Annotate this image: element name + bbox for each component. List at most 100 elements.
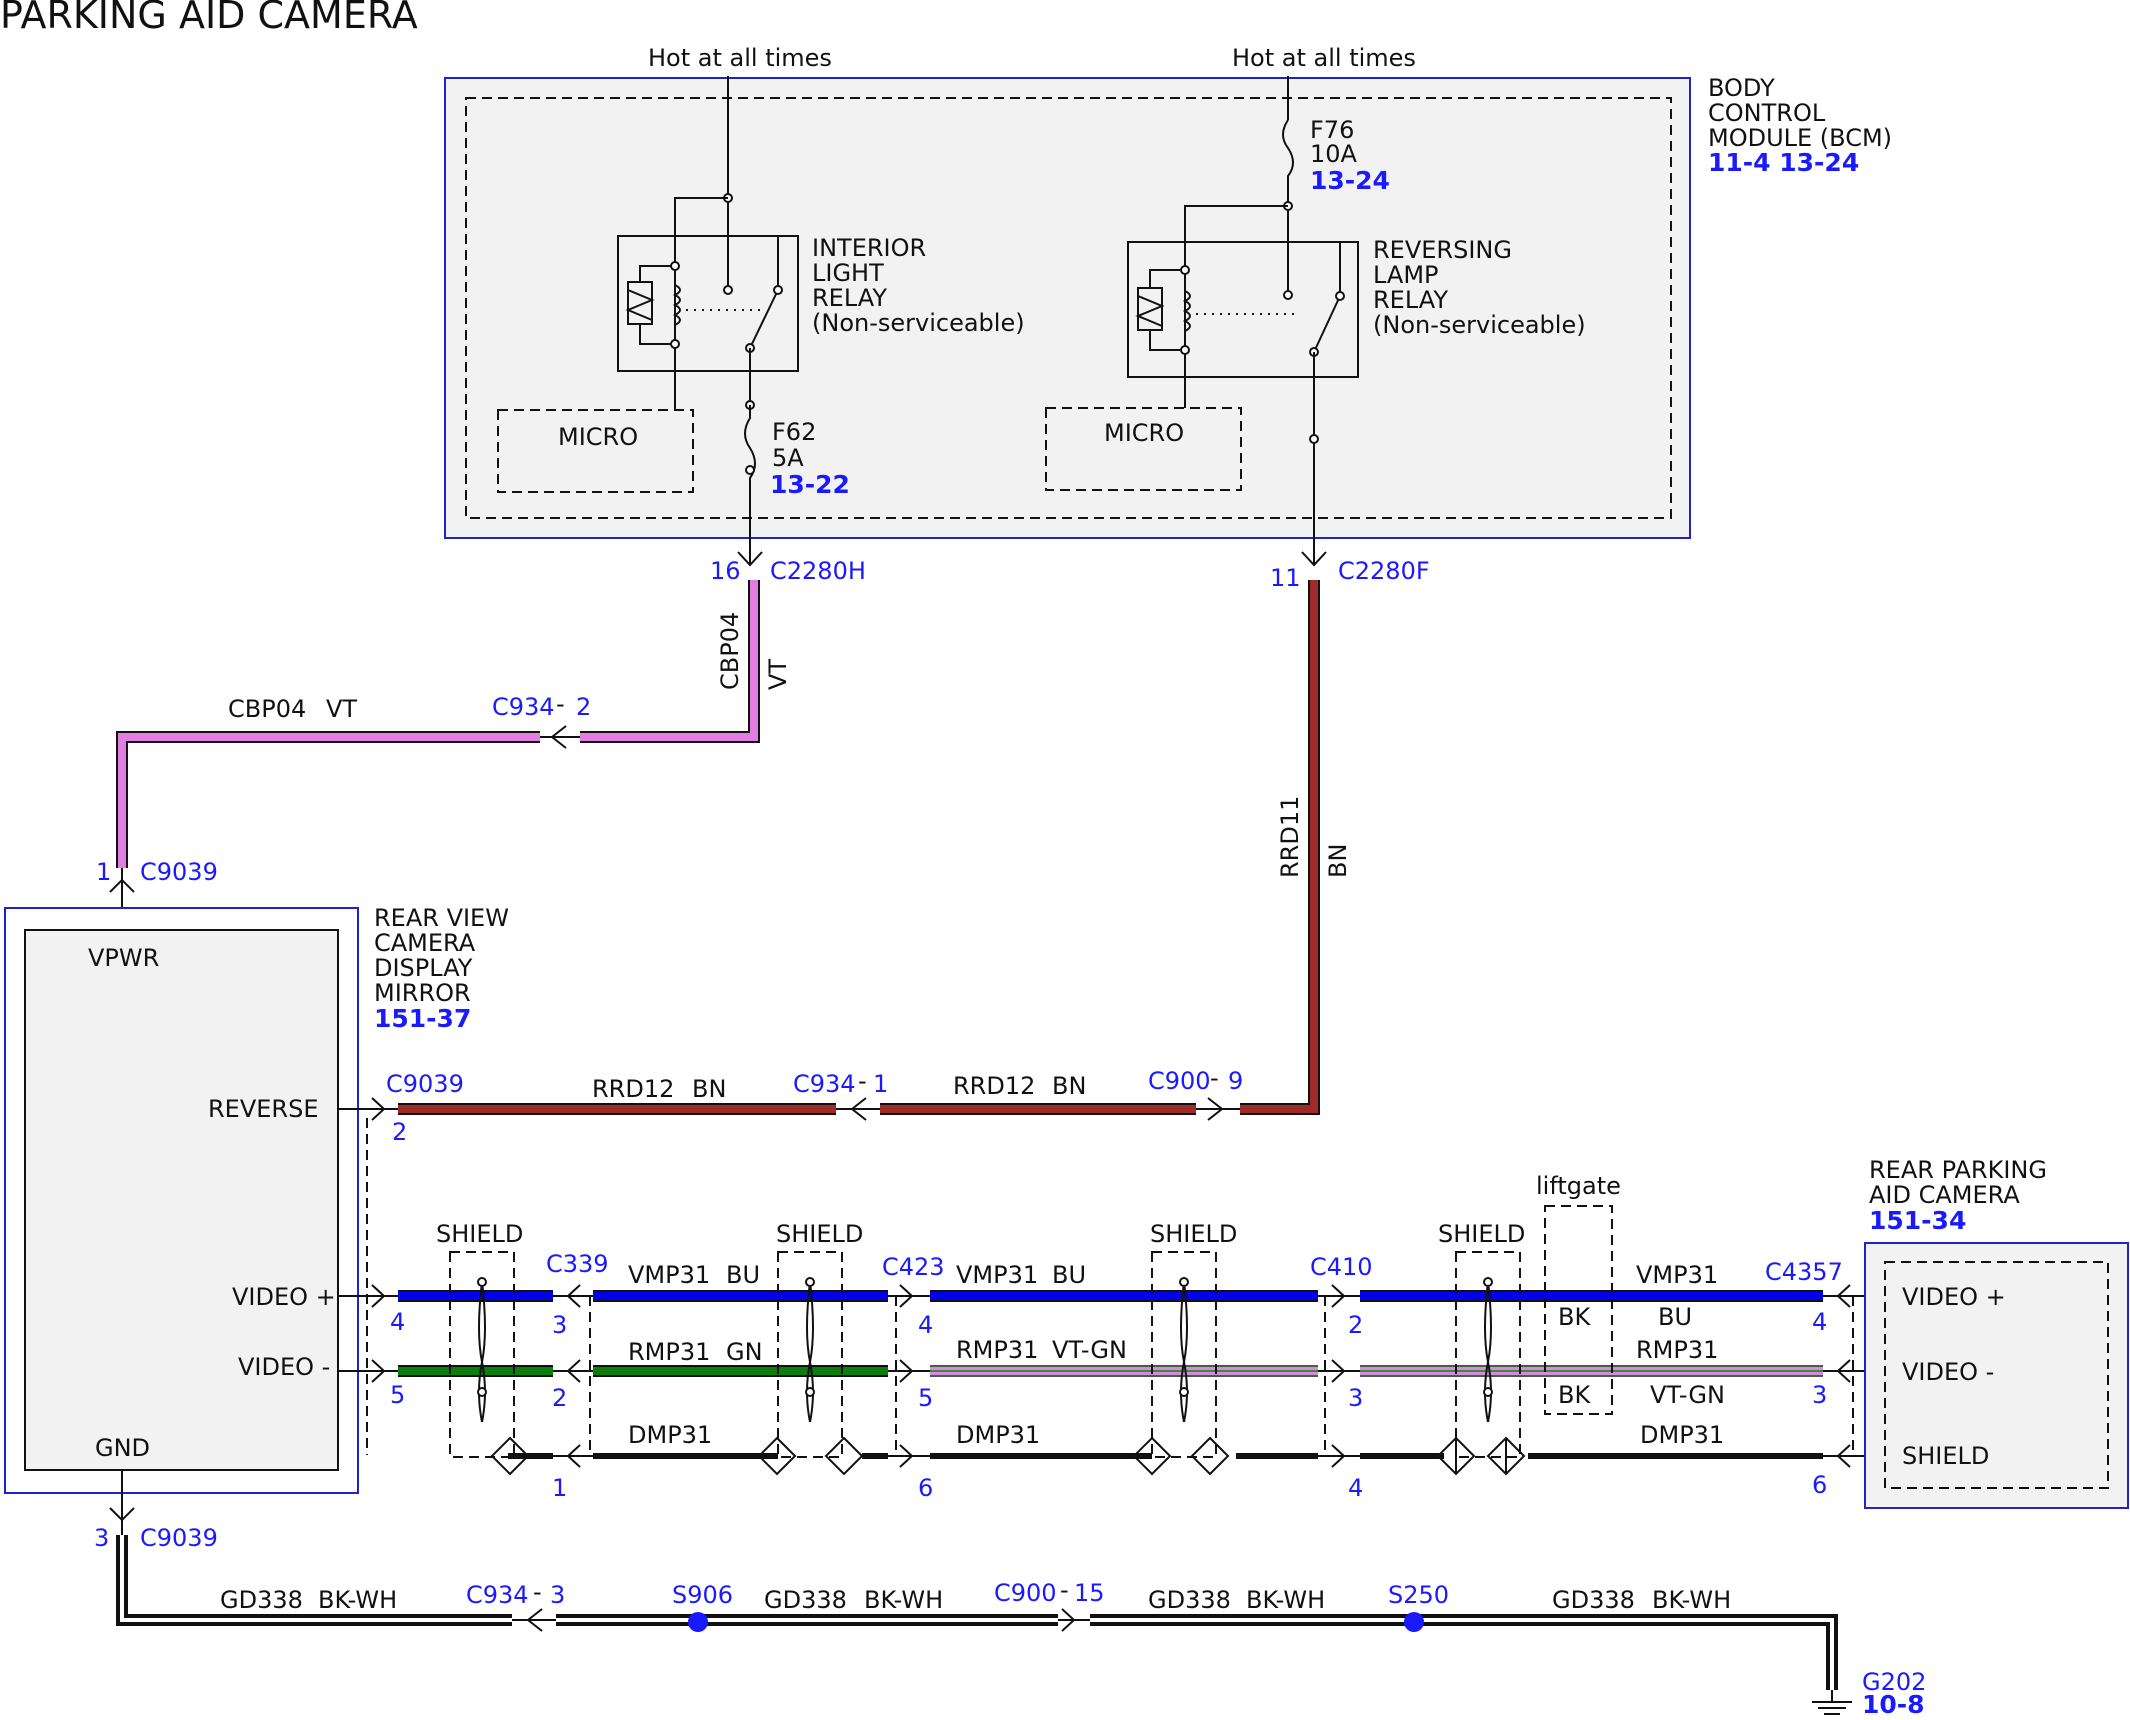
c934-2-name[interactable]: C934 — [492, 693, 555, 721]
c9039-1-name[interactable]: C9039 — [140, 858, 218, 886]
f76-ref-link[interactable]: 13-24 — [1310, 166, 1390, 195]
c934-3-name[interactable]: C934 — [466, 1581, 529, 1609]
ground-g202-ref[interactable]: 10-8 — [1862, 1690, 1925, 1719]
ground-g202-name[interactable]: G202 — [1862, 1668, 1926, 1696]
wire-gd338-d-color: BK-WH — [1652, 1586, 1731, 1614]
micro-label-left: MICRO — [558, 423, 638, 451]
c4357-pin-b: 3 — [1812, 1381, 1827, 1409]
reversing-relay-label-1: REVERSING — [1373, 236, 1512, 264]
rvm-name-line-1: REAR VIEW — [374, 904, 509, 932]
c423-pin-b: 5 — [918, 1384, 933, 1412]
wire-cbp04-h-id: CBP04 — [228, 695, 306, 723]
camera-name-line-2: AID CAMERA — [1869, 1181, 2020, 1209]
interior-light-relay — [617, 76, 799, 410]
reversing-relay-label-4: (Non-serviceable) — [1373, 311, 1586, 339]
wire-gd338-c-color: BK-WH — [1246, 1586, 1325, 1614]
interior-relay-label-3: RELAY — [812, 284, 887, 312]
bcm-inner-dashed-box — [465, 97, 1672, 519]
wire-rmp31-c-id: RMP31 — [1636, 1336, 1718, 1364]
shield-label-2: SHIELD — [776, 1220, 863, 1248]
c2280h-arrow-icon — [737, 551, 763, 567]
camera-pin-shield: SHIELD — [1902, 1442, 1989, 1470]
shield-drain-diamond-icons — [490, 1436, 1526, 1476]
wire-dmp31-c-id: DMP31 — [1640, 1421, 1724, 1449]
f76-name: F76 — [1310, 116, 1354, 144]
shield-box-4 — [1455, 1251, 1521, 1458]
c339-pin-a: 3 — [552, 1311, 567, 1339]
c934-1-name[interactable]: C934 — [793, 1070, 856, 1098]
wire-rmp31-b-id: RMP31 — [956, 1336, 1038, 1364]
wire-rmp31-c-color: VT-GN — [1650, 1381, 1725, 1409]
c900-9-pin: 9 — [1228, 1067, 1243, 1095]
wire-rrd12-a-id: RRD12 — [592, 1075, 674, 1103]
wire-rrd12-a-color: BN — [692, 1075, 726, 1103]
shield-box-1 — [449, 1251, 515, 1458]
wire-rrd11-color: BN — [1324, 844, 1352, 878]
rvm-name-line-2: CAMERA — [374, 929, 476, 957]
c2280h-name[interactable]: C2280H — [770, 557, 866, 585]
c410-name[interactable]: C410 — [1310, 1253, 1373, 1281]
wire-vmp31-b-id: VMP31 — [956, 1261, 1038, 1289]
c423-pin-a: 4 — [918, 1311, 933, 1339]
wire-vmp31-a-color: BU — [726, 1261, 760, 1289]
camera-module-box[interactable] — [1864, 1242, 2129, 1509]
splice-s906-label[interactable]: S906 — [672, 1581, 733, 1609]
c4357-name[interactable]: C4357 — [1765, 1258, 1843, 1286]
reversing-relay-label-2: LAMP — [1373, 261, 1439, 289]
shield-label-4: SHIELD — [1438, 1220, 1525, 1248]
micro-box-left — [497, 409, 694, 493]
c410-pin-a: 2 — [1348, 1311, 1363, 1339]
f62-fuse — [744, 405, 756, 565]
c4357-pin-c: 6 — [1812, 1471, 1827, 1499]
c410-pin-c: 4 — [1348, 1474, 1363, 1502]
rvm-name-line-4: MIRROR — [374, 979, 471, 1007]
shield-label-3: SHIELD — [1150, 1220, 1237, 1248]
c339-pin-b: 2 — [552, 1384, 567, 1412]
c339-name[interactable]: C339 — [546, 1250, 609, 1278]
micro-label-right: MICRO — [1104, 419, 1184, 447]
wire-gd338 — [109, 1470, 1852, 1715]
c9039-3-pin: 3 — [94, 1524, 109, 1552]
c900-15-name[interactable]: C900 — [994, 1579, 1057, 1607]
c2280f-pin: 11 — [1270, 564, 1301, 592]
rvm-ref-link[interactable]: 151-37 — [374, 1004, 471, 1033]
wire-gd338-b-color: BK-WH — [864, 1586, 943, 1614]
c423-name[interactable]: C423 — [882, 1253, 945, 1281]
c9039-2-name[interactable]: C9039 — [386, 1070, 464, 1098]
interior-relay-label-1: INTERIOR — [812, 234, 926, 262]
f62-ref-link[interactable]: 13-22 — [770, 470, 850, 499]
c2280f-name[interactable]: C2280F — [1338, 557, 1430, 585]
rvm-pin-video-minus: VIDEO - — [238, 1353, 330, 1381]
c934-2-dash: - — [556, 690, 565, 718]
c410-pin-b: 3 — [1348, 1384, 1363, 1412]
reversing-lamp-relay — [1127, 76, 1359, 565]
wire-dmp31-a-id: DMP31 — [628, 1421, 712, 1449]
shield-box-2 — [777, 1251, 843, 1458]
c339-pin-c: 1 — [552, 1474, 567, 1502]
camera-pin-video-minus: VIDEO - — [1902, 1358, 1994, 1386]
wire-rrd12-b-id: RRD12 — [953, 1072, 1035, 1100]
rvm-name-line-3: DISPLAY — [374, 954, 473, 982]
rvm-inner-box — [24, 929, 339, 1471]
splice-s250-label[interactable]: S250 — [1388, 1581, 1449, 1609]
f62-rating: 5A — [772, 444, 804, 472]
c900-15-dash: - — [1060, 1576, 1069, 1604]
c900-9-name[interactable]: C900 — [1148, 1067, 1211, 1095]
camera-inner-dashed-box — [1884, 1261, 2109, 1489]
c9039-1-pin: 1 — [96, 858, 111, 886]
micro-box-right — [1045, 407, 1242, 491]
camera-ref-link[interactable]: 151-34 — [1869, 1206, 1966, 1235]
liftgate-label: liftgate — [1536, 1172, 1621, 1200]
wire-vmp31-a-id: VMP31 — [628, 1261, 710, 1289]
connector-dashed-separators — [589, 1296, 1854, 1456]
feed-label-2: Hot at all times — [1232, 44, 1416, 72]
wire-gd338-a-id: GD338 — [220, 1586, 303, 1614]
c9039-3-name[interactable]: C9039 — [140, 1524, 218, 1552]
rvm-pin-gnd: GND — [95, 1434, 150, 1462]
rvm-pin-video-plus: VIDEO + — [232, 1283, 336, 1311]
wire-cbp04 — [109, 580, 760, 930]
bcm-name-line-2: CONTROL — [1708, 99, 1826, 127]
bcm-ref-link[interactable]: 11-4 13-24 — [1708, 148, 1859, 177]
c2280h-pin: 16 — [710, 557, 741, 585]
wire-cbp04-v-color: VT — [764, 659, 792, 690]
